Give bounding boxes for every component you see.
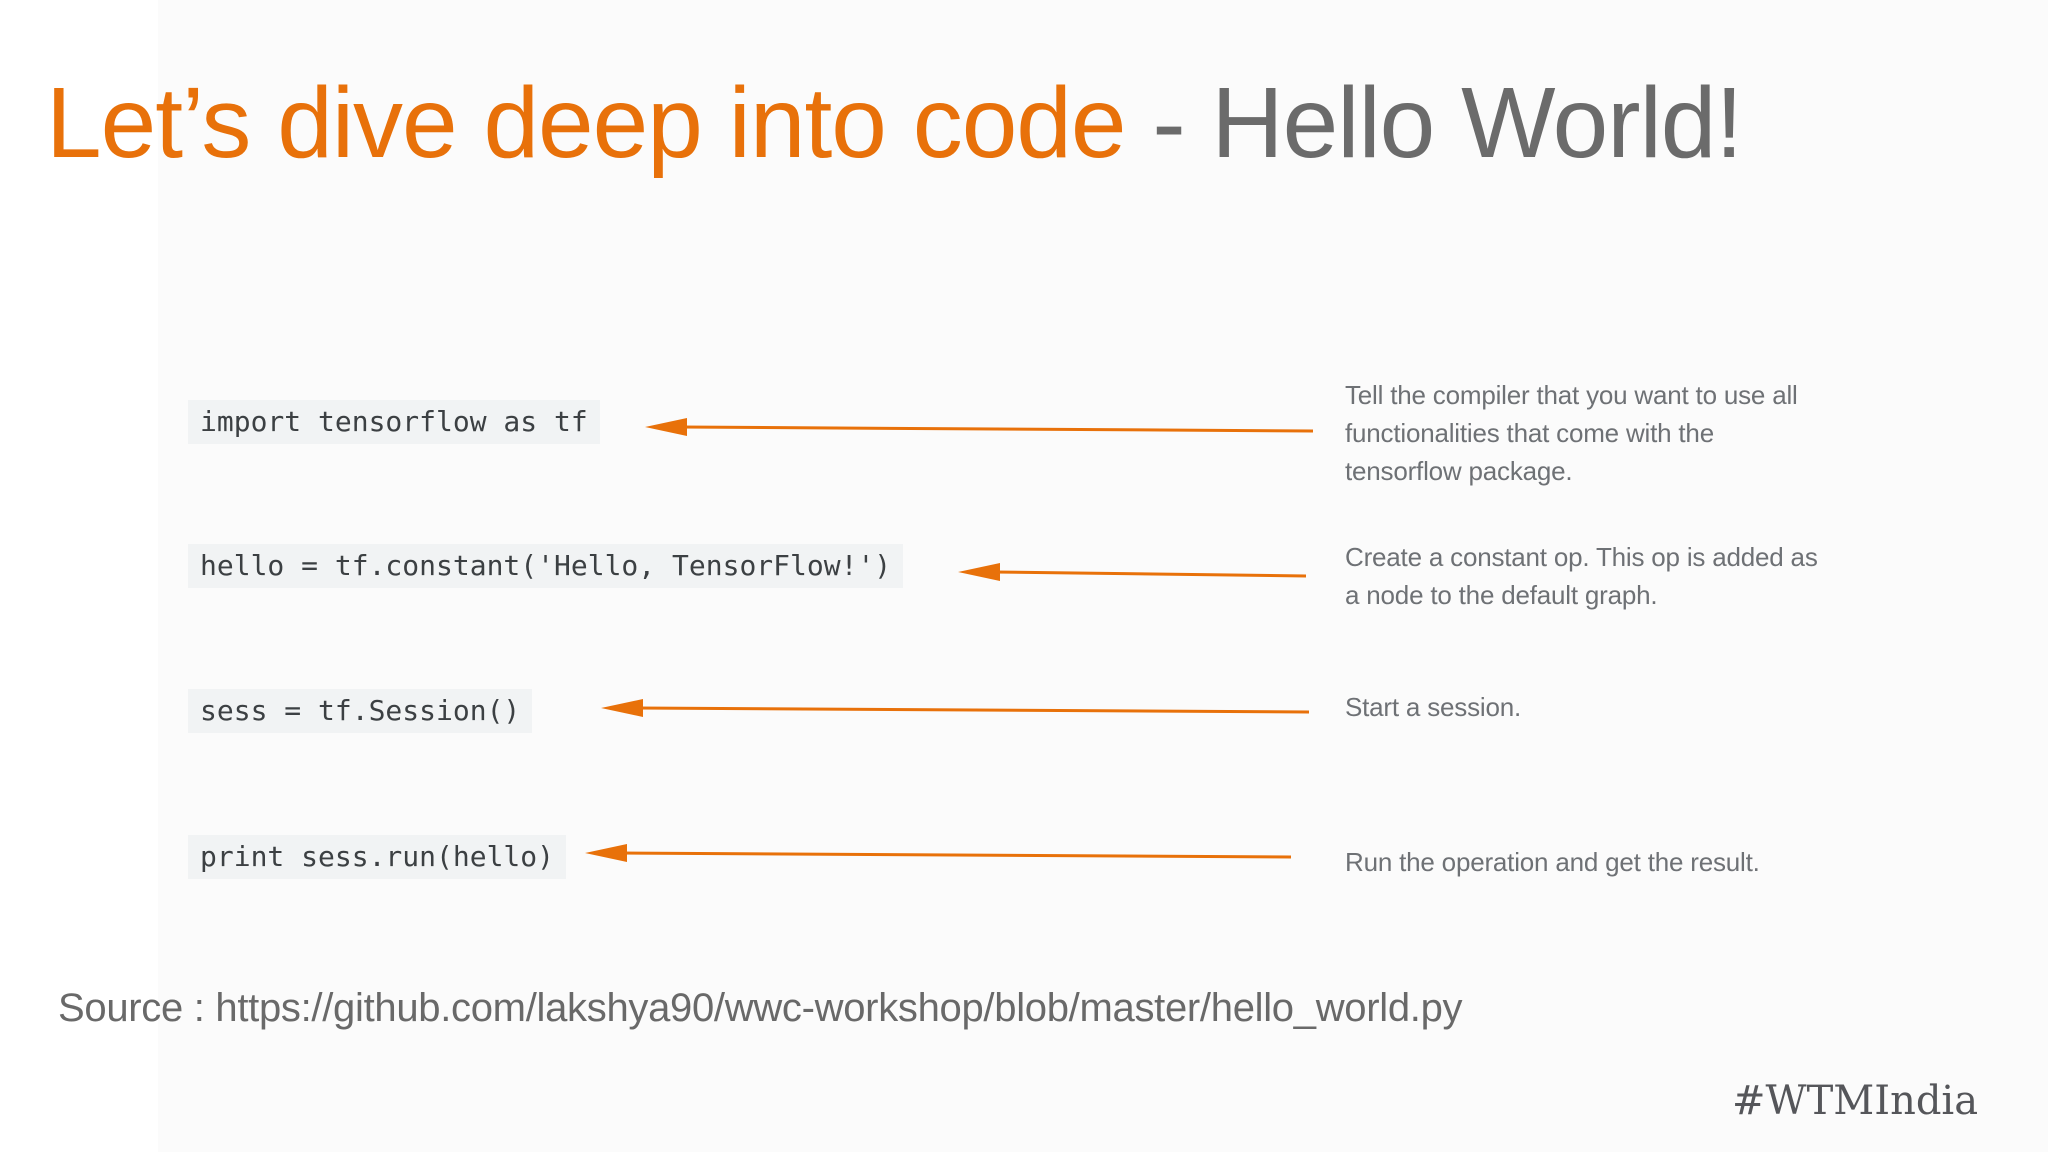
annotation-line: Run the operation and get the result. — [1345, 847, 1760, 877]
annotation-run: Run the operation and get the result. — [1345, 843, 1905, 881]
annotation-arrow-3-icon — [601, 695, 1309, 721]
annotation-line: Start a session. — [1345, 692, 1521, 722]
source-url-text: Source : https://github.com/lakshya90/ww… — [58, 986, 1463, 1030]
annotation-session: Start a session. — [1345, 688, 1905, 726]
annotation-line: a node to the default graph. — [1345, 580, 1658, 610]
annotation-line: functionalities that come with the — [1345, 418, 1714, 448]
slide-title: Let’s dive deep into code - Hello World! — [46, 58, 1743, 188]
annotation-constant: Create a constant op. This op is added a… — [1345, 538, 1905, 614]
annotation-line: Create a constant op. This op is added a… — [1345, 542, 1818, 572]
annotation-arrow-1-icon — [645, 414, 1313, 440]
annotation-line: Tell the compiler that you want to use a… — [1345, 380, 1798, 410]
annotation-arrow-4-icon — [585, 840, 1291, 866]
hashtag-wtmindia: #WTMIndia — [1732, 1078, 1979, 1124]
slide-title-highlight: Let’s dive deep into code — [46, 67, 1127, 179]
code-line-import: import tensorflow as tf — [188, 400, 600, 444]
annotation-line: tensorflow package. — [1345, 456, 1573, 486]
annotation-import: Tell the compiler that you want to use a… — [1345, 376, 1905, 490]
code-line-constant: hello = tf.constant('Hello, TensorFlow!'… — [188, 544, 904, 588]
code-line-print: print sess.run(hello) — [188, 835, 567, 879]
annotation-arrow-2-icon — [958, 559, 1306, 585]
slide-title-rest: - Hello World! — [1125, 67, 1743, 179]
code-line-session: sess = tf.Session() — [188, 689, 533, 733]
